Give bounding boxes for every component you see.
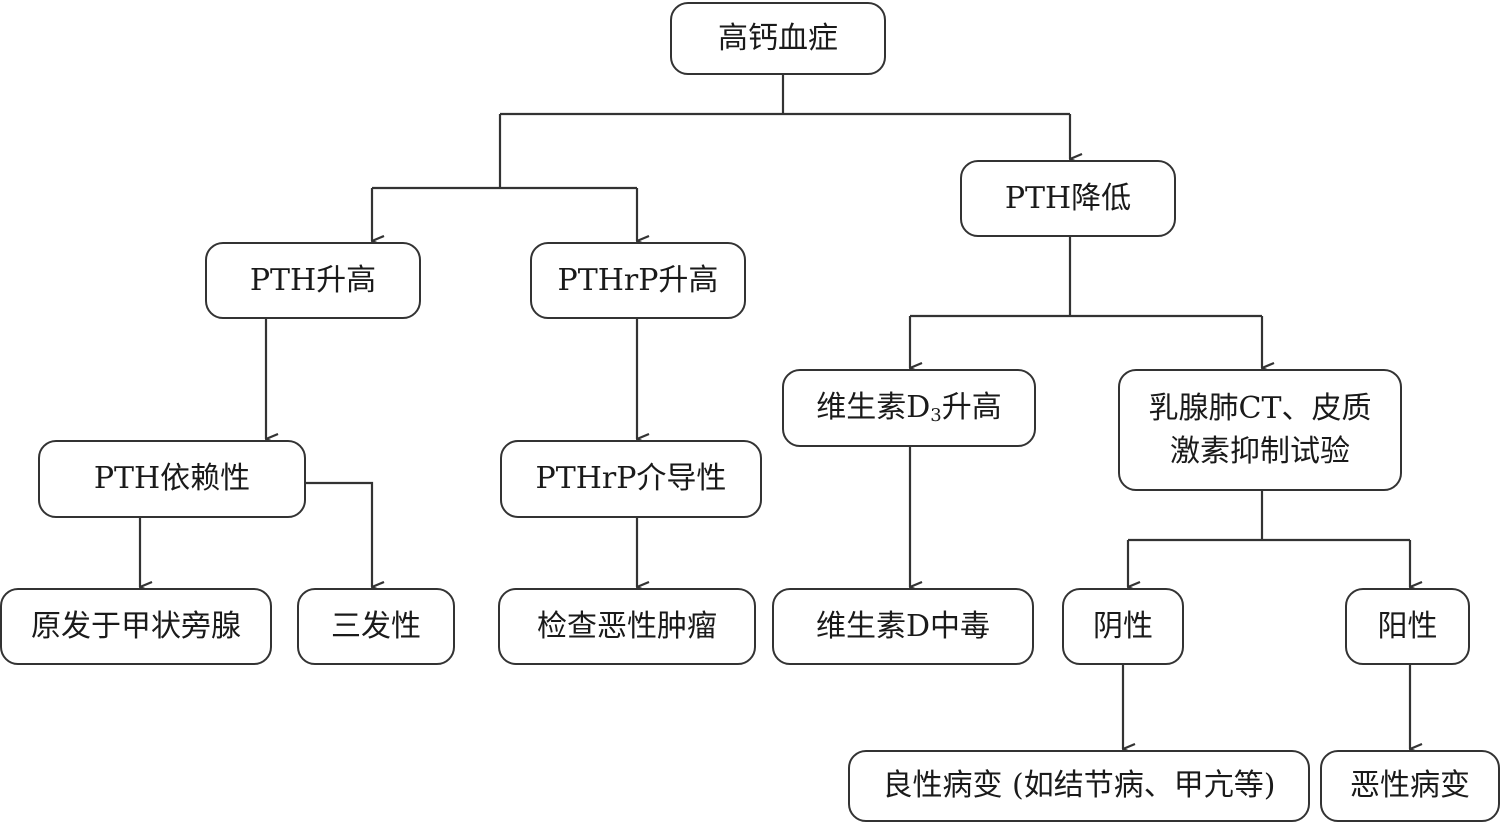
node-vitd3-high: 维生素D3升高 [782,369,1036,447]
node-pth-low: PTH降低 [960,160,1176,237]
node-pth-high: PTH升高 [205,242,421,319]
node-malignant-lesion: 恶性病变 [1320,750,1500,822]
imaging-line-1: 乳腺肺CT、皮质 [1148,390,1372,426]
node-positive: 阳性 [1345,588,1470,665]
node-vitd-toxicity: 维生素D中毒 [772,588,1034,665]
imaging-line-2: 激素抑制试验 [1170,434,1350,469]
node-pthrp-mediated: PTHrP介导性 [500,440,762,518]
node-benign-lesion: 良性病变 (如结节病、甲亢等) [848,750,1310,822]
node-pth-dependent: PTH依赖性 [38,440,306,518]
arrow-to-tertiary [305,481,372,587]
node-negative: 阴性 [1062,588,1184,665]
node-imaging-suppression-test: 乳腺肺CT、皮质 激素抑制试验 [1118,369,1402,491]
node-pthrp-high: PTHrP升高 [530,242,746,319]
node-primary-parathyroid: 原发于甲状旁腺 [0,588,272,665]
vitd3-label: 维生素D3升高 [816,390,1002,427]
node-check-malignancy: 检查恶性肿瘤 [498,588,756,665]
node-hypercalcemia: 高钙血症 [670,2,886,75]
node-tertiary: 三发性 [297,588,455,665]
